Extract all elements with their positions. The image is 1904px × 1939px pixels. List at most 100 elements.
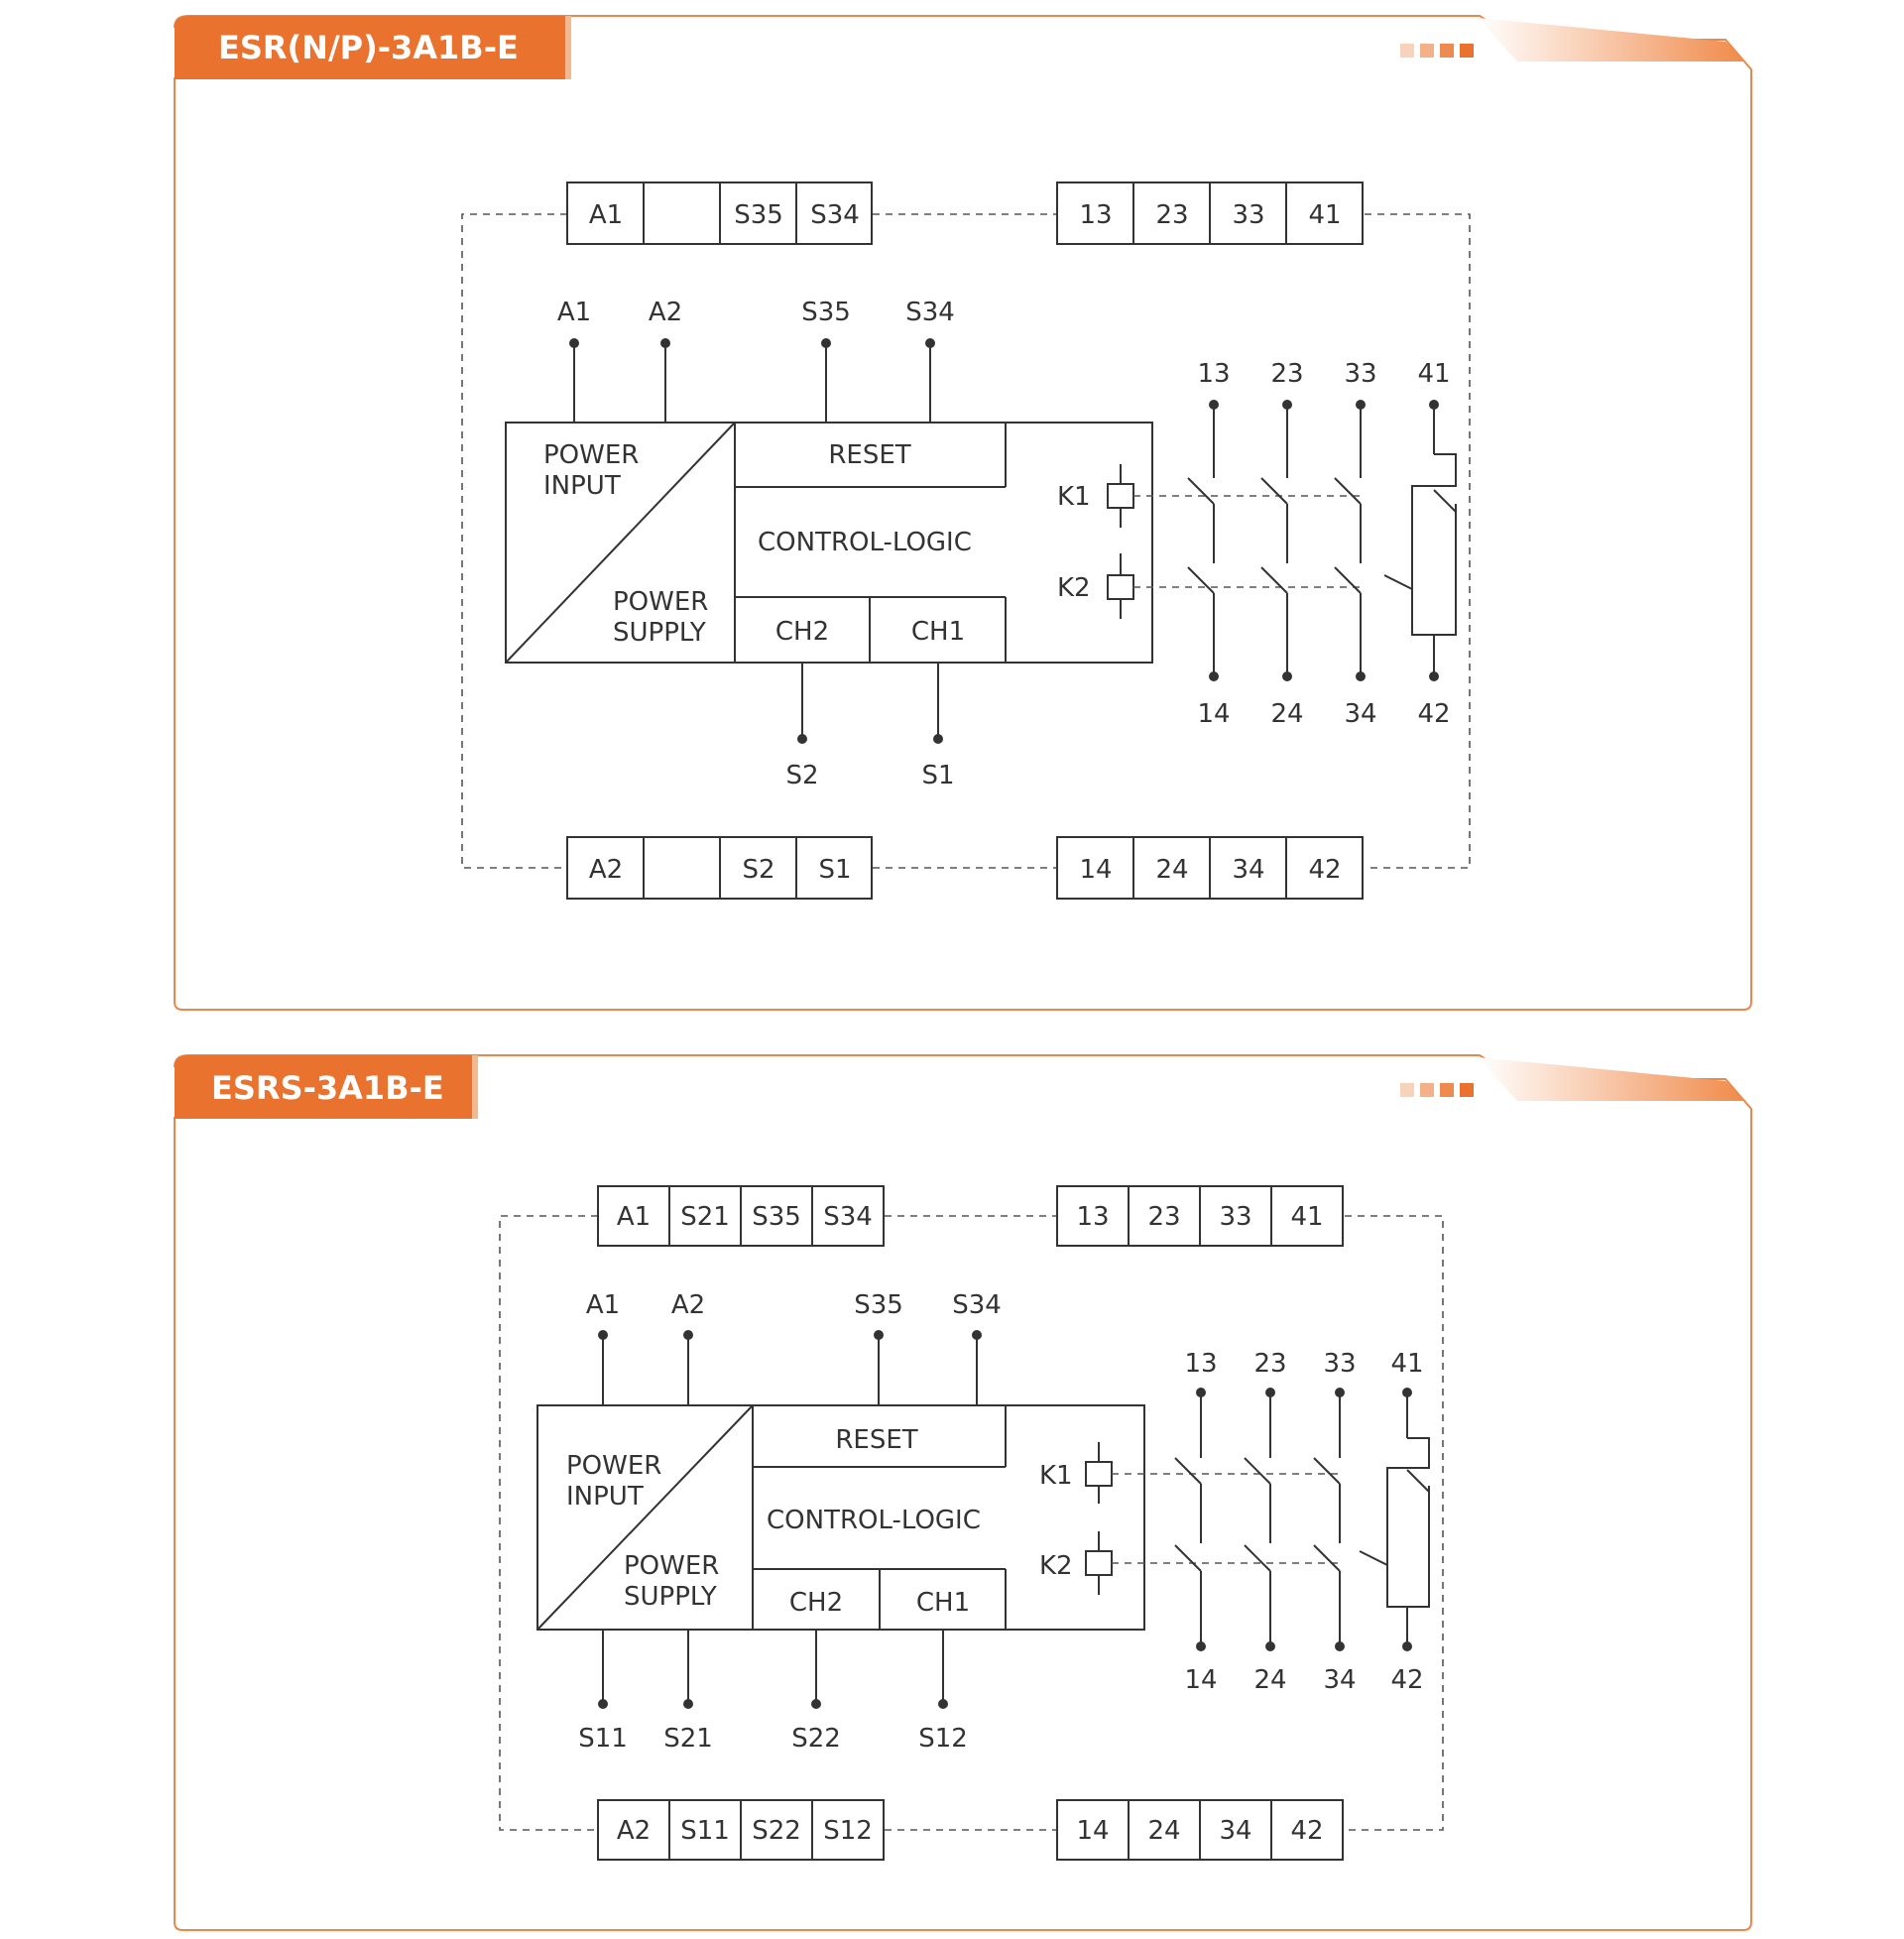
pin-label: S34: [952, 1290, 1002, 1320]
wiring-diagram-esrs: ESRS-3A1B-E A1 S21 S35 S34 13 23 33 41 A…: [174, 1054, 1752, 1931]
pin-label: S21: [663, 1724, 713, 1754]
terminal-label: S35: [734, 200, 783, 230]
k2-label: K2: [1039, 1551, 1073, 1581]
terminal-label: A1: [617, 1202, 651, 1232]
pin-label: S2: [785, 761, 818, 790]
bottom-pins: S2 S1: [785, 663, 955, 790]
contact-label: 34: [1344, 699, 1376, 729]
contact-label: 34: [1323, 1665, 1356, 1695]
wiring-panel-esr: ESR(N/P)-3A1B-E A1 S35 S34 13 23 33 41 A…: [174, 15, 1752, 1011]
no-contact-23-24: [1244, 1388, 1275, 1651]
deco-square: [1420, 1083, 1434, 1097]
terminal-label: 41: [1290, 1202, 1323, 1232]
power-input-label: INPUT: [566, 1482, 644, 1512]
terminal-label: 14: [1076, 1816, 1109, 1846]
reset-label: RESET: [835, 1425, 917, 1455]
pin-label: S35: [854, 1290, 903, 1320]
terminal-label: 14: [1079, 855, 1112, 885]
power-supply-label: POWER: [613, 587, 708, 617]
nc-contact-41-42: [1383, 400, 1457, 681]
dashed-enclosure: [499, 1215, 1444, 1831]
terminal-label: S34: [810, 200, 860, 230]
power-input-label: POWER: [566, 1451, 661, 1481]
contact-label: 23: [1253, 1349, 1286, 1379]
panel-frame: [174, 15, 1752, 1011]
terminal-label: S34: [823, 1202, 873, 1232]
pin-label: S11: [578, 1724, 628, 1754]
no-contact-23-24: [1260, 400, 1292, 681]
deco-square: [1460, 44, 1474, 58]
no-contact-33-34: [1334, 400, 1366, 681]
contact-label: 42: [1417, 699, 1450, 729]
ch2-label: CH2: [789, 1588, 843, 1618]
terminal-strip-top-right: 13 23 33 41: [1056, 182, 1364, 245]
pin-label: A2: [649, 298, 682, 327]
terminal-strip-bottom-left: A2 S11 S22 S12: [597, 1799, 885, 1861]
wiring-panel-esrs: ESRS-3A1B-E A1 S21 S35 S34 13 23 33 41 A…: [0, 1041, 1904, 1939]
terminal-label: 24: [1155, 855, 1188, 885]
contact-label: 13: [1197, 359, 1230, 389]
terminal-strip-top-right: 13 23 33 41: [1056, 1185, 1344, 1247]
top-pins: A1 A2 S35 S34: [557, 298, 955, 423]
terminal-label: S21: [680, 1202, 730, 1232]
power-supply-label: SUPPLY: [624, 1582, 717, 1612]
module-block: POWER INPUT POWER SUPPLY RESET CONTROL-L…: [536, 1404, 1145, 1631]
power-supply-label: POWER: [624, 1551, 719, 1581]
deco-square: [1440, 44, 1454, 58]
pin-label: S35: [801, 298, 851, 327]
top-pins: A1 A2 S35 S34: [586, 1290, 1002, 1405]
deco-square: [1420, 44, 1434, 58]
terminal-label: 34: [1219, 1816, 1251, 1846]
header-stripe: [1478, 1057, 1745, 1101]
pin-label: S34: [905, 298, 955, 327]
contact-label: 13: [1184, 1349, 1217, 1379]
contact-label: 33: [1344, 359, 1376, 389]
nc-contact-41-42: [1359, 1388, 1430, 1651]
terminal-label: S11: [680, 1816, 730, 1846]
k2-label: K2: [1057, 573, 1091, 603]
title-tab: [175, 1055, 476, 1119]
panel-title: ESR(N/P)-3A1B-E: [218, 29, 519, 66]
terminal-label: 23: [1155, 200, 1188, 230]
contact-label: 41: [1417, 359, 1450, 389]
control-logic-label: CONTROL-LOGIC: [758, 528, 972, 557]
contact-label: 14: [1197, 699, 1230, 729]
pin-label: A1: [586, 1290, 620, 1320]
terminal-label: A2: [589, 855, 623, 885]
relay-contacts: 13 23 33 41 14 24 34 42: [1112, 1349, 1430, 1695]
terminal-label: A2: [617, 1816, 651, 1846]
contact-label: 24: [1253, 1665, 1286, 1695]
k1-coil-symbol: [1085, 1461, 1113, 1487]
no-contact-33-34: [1313, 1388, 1345, 1651]
terminal-label: S12: [823, 1816, 873, 1846]
terminal-label: 42: [1290, 1816, 1323, 1846]
reset-label: RESET: [828, 440, 910, 470]
panel-frame: [174, 1054, 1752, 1931]
terminal-label: 34: [1232, 855, 1264, 885]
k2-coil-symbol: [1107, 574, 1134, 600]
ch1-label: CH1: [911, 617, 965, 647]
no-contact-13-14: [1174, 1388, 1206, 1651]
terminal-strip-bottom-right: 14 24 34 42: [1056, 1799, 1344, 1861]
deco-square: [1440, 1083, 1454, 1097]
wiring-diagram-esr: ESR(N/P)-3A1B-E A1 S35 S34 13 23 33 41 A…: [174, 15, 1752, 1011]
terminal-strip-top-left: A1 S35 S34: [566, 182, 873, 245]
contact-label: 24: [1270, 699, 1303, 729]
panel-title: ESRS-3A1B-E: [211, 1069, 444, 1107]
terminal-label: 13: [1076, 1202, 1109, 1232]
dashed-enclosure: [461, 213, 1471, 869]
no-contact-13-14: [1187, 400, 1219, 681]
title-tab: [175, 16, 569, 79]
contact-label: 41: [1390, 1349, 1423, 1379]
power-input-label: POWER: [543, 440, 639, 470]
ch2-label: CH2: [775, 617, 829, 647]
pin-label: S22: [791, 1724, 841, 1754]
terminal-strip-bottom-left: A2 S2 S1: [566, 836, 873, 900]
pin-label: A2: [671, 1290, 705, 1320]
terminal-label: 41: [1308, 200, 1341, 230]
terminal-label: 13: [1079, 200, 1112, 230]
terminal-label: 33: [1232, 200, 1264, 230]
header-stripe: [1478, 18, 1745, 61]
terminal-label: S35: [752, 1202, 801, 1232]
contact-label: 33: [1323, 1349, 1356, 1379]
